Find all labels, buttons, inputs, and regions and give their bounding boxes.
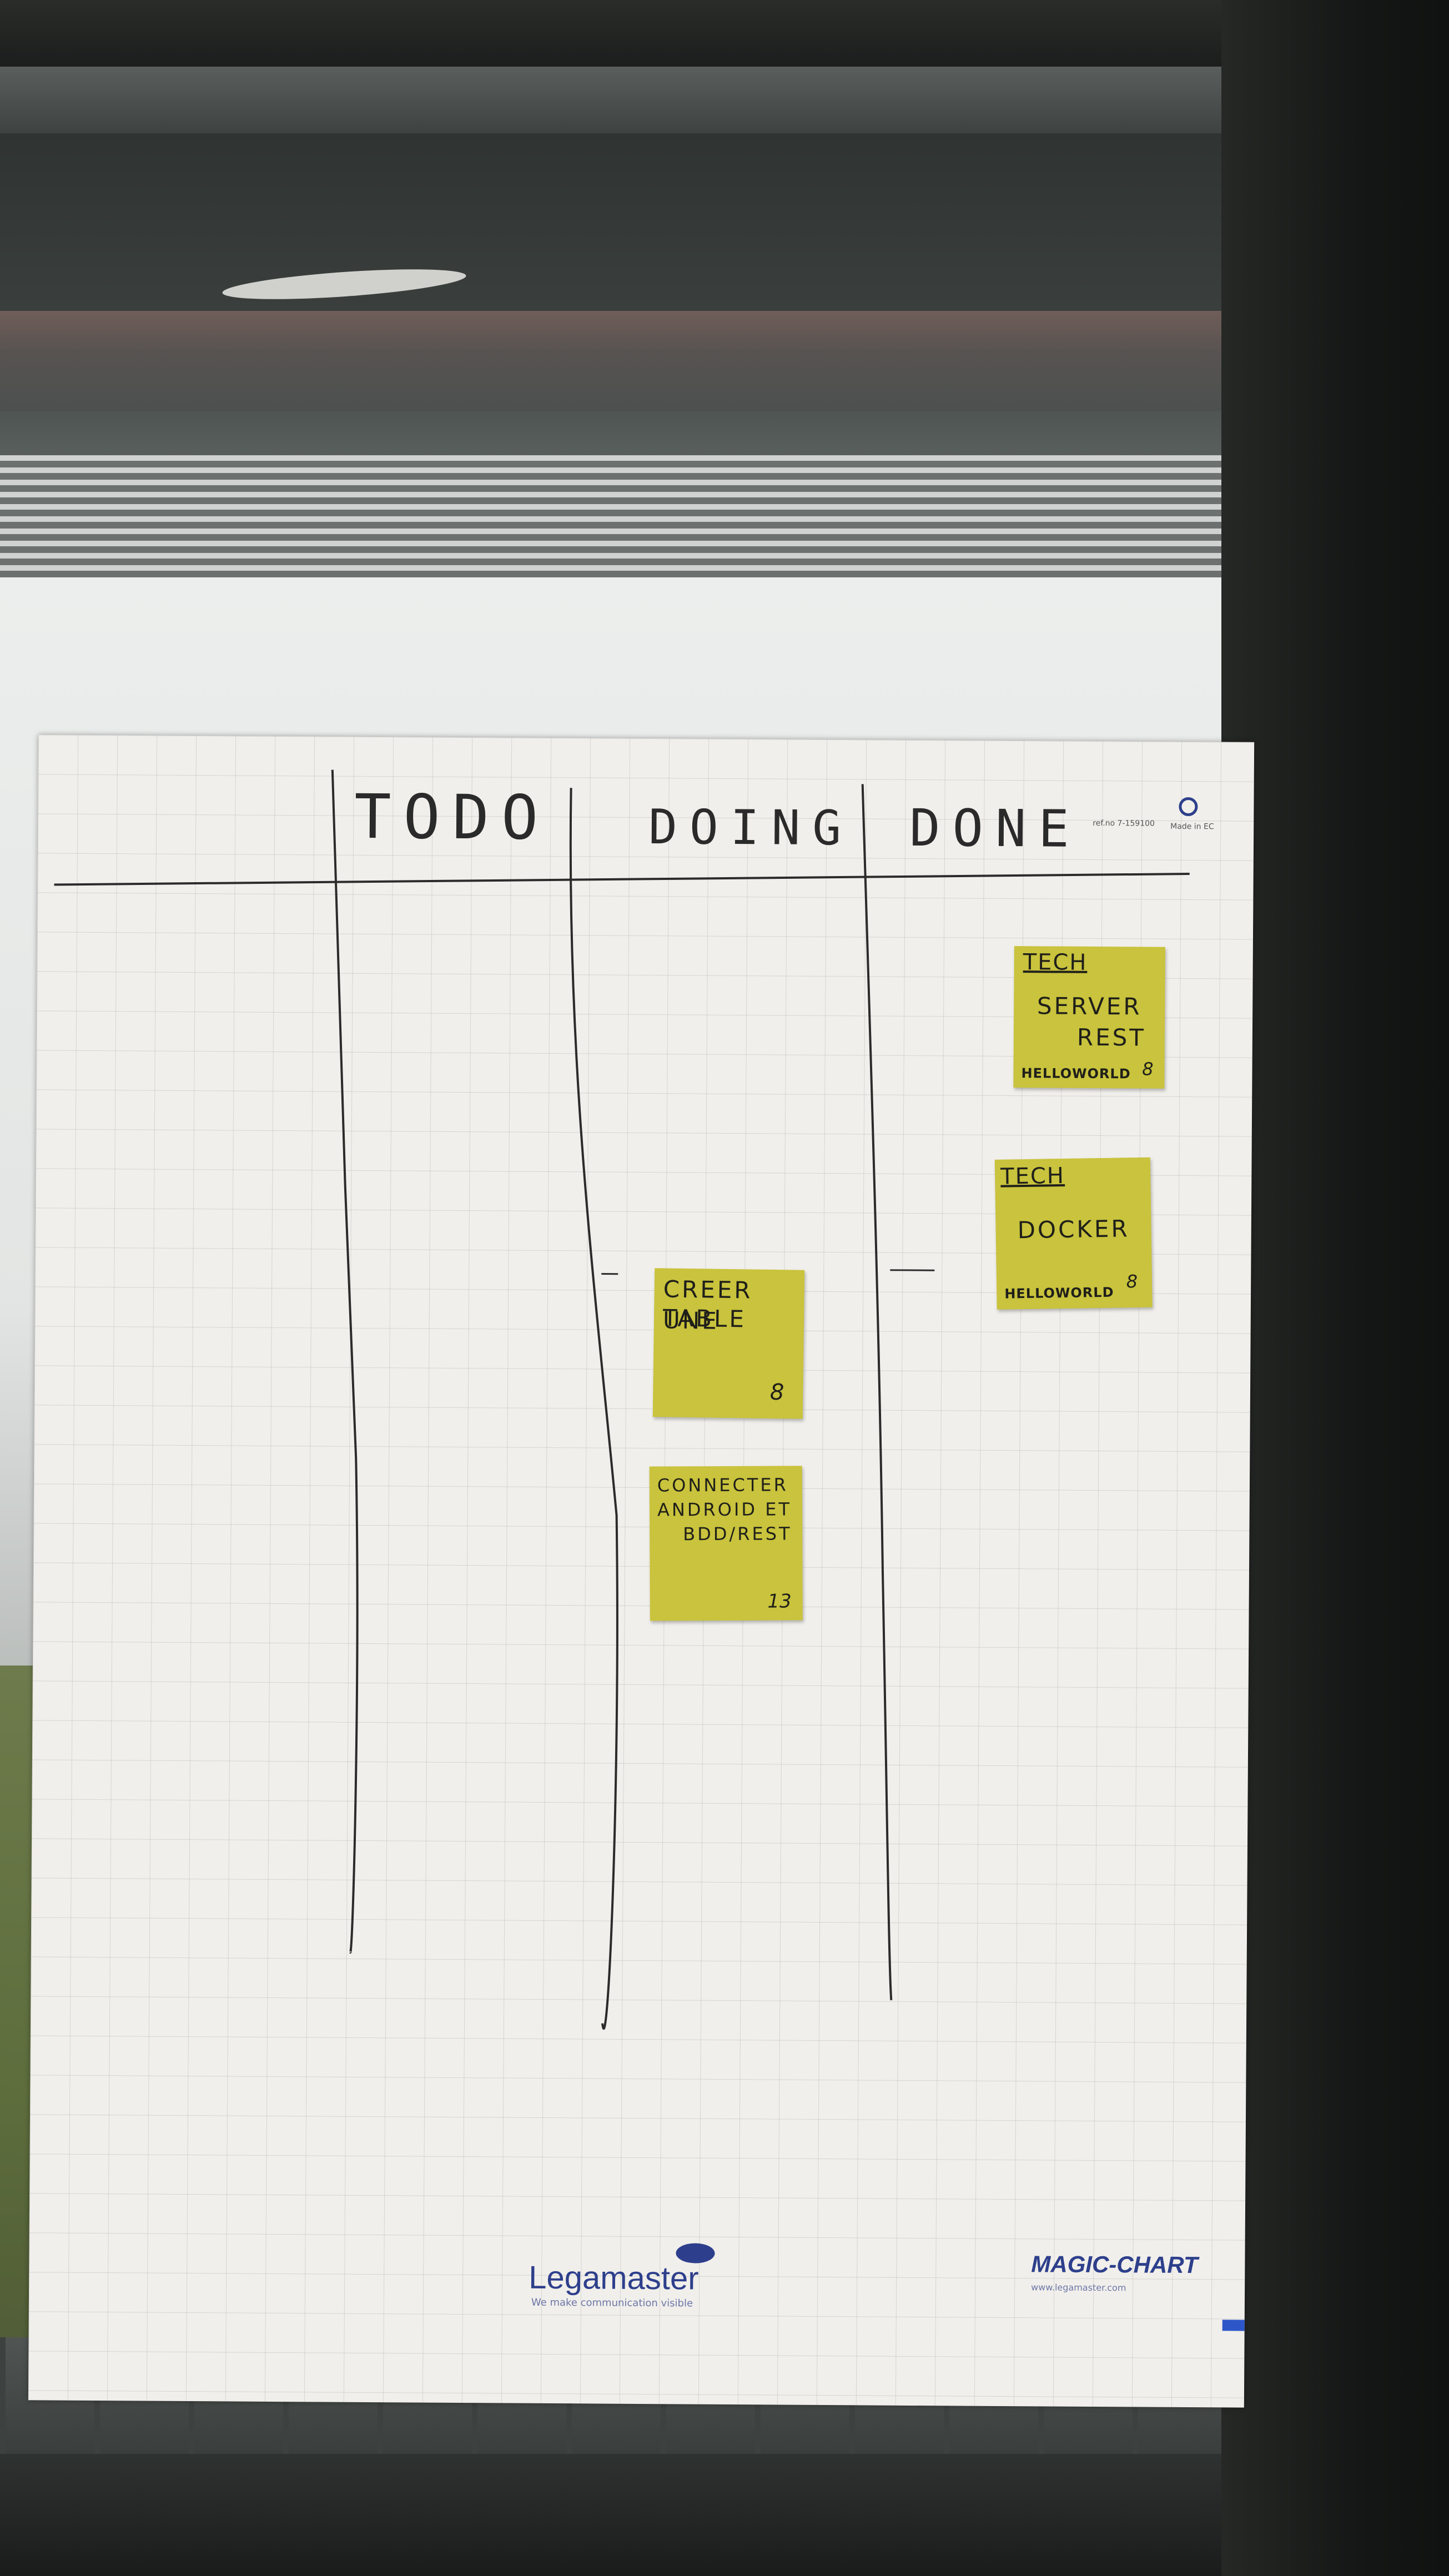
window-frame-top [0, 0, 1232, 67]
window-blind [0, 61, 1227, 133]
column-header-todo: TODO [354, 781, 551, 853]
divider-doing [569, 788, 618, 2030]
corner-code: ref.no 7-159100 [1093, 818, 1155, 828]
magic-chart-logo: MAGIC-CHART [1031, 2251, 1198, 2278]
sticky-note-creer-table[interactable]: CREER UNE TABLE 8 [652, 1268, 805, 1419]
ceiling-reflection [0, 311, 1227, 411]
sticky-points: 8 [769, 1379, 784, 1406]
flip-chart-paper: TODO DOING DONE ref.no 7-159100 Made in … [28, 734, 1255, 2408]
sticky-title-line: DOCKER [1017, 1215, 1130, 1244]
sticky-points: 13 [767, 1590, 792, 1613]
column-header-done: DONE [909, 798, 1082, 859]
sticky-tag: TECH [1023, 949, 1088, 975]
legamaster-tagline: We make communication visible [531, 2296, 693, 2310]
roof-slats [0, 455, 1227, 577]
product-url: www.legamaster.com [1031, 2282, 1126, 2293]
sticky-title-line: REST [1076, 1023, 1146, 1051]
column-header-doing: DOING [648, 799, 854, 857]
divider-todo [331, 769, 359, 1954]
sticky-points: 8 [1142, 1058, 1154, 1080]
sticky-note-server-rest[interactable]: TECH SERVER REST HELLOWORLD 8 [1013, 946, 1165, 1089]
sticky-tag: TECH [1000, 1163, 1065, 1190]
header-line [54, 873, 1190, 886]
sticky-title-line: TABLE [662, 1304, 747, 1333]
legamaster-wordmark: Legamaster [529, 2259, 699, 2297]
sticky-title-line: SERVER [1037, 992, 1142, 1020]
sticky-points: 8 [1126, 1271, 1138, 1292]
sticky-note-docker[interactable]: TECH DOCKER HELLOWORLD 8 [994, 1157, 1153, 1310]
corner-mark [1222, 2320, 1245, 2331]
legamaster-logo: Legamaster [529, 2259, 699, 2297]
sticky-title-line: BDD/REST [683, 1523, 792, 1545]
board-lines [54, 769, 1190, 2030]
sticky-note-connecter-android[interactable]: CONNECTER ANDROID ET BDD/REST 13 [649, 1466, 803, 1621]
divider-done [861, 784, 893, 2000]
brand-logo-icon [1179, 797, 1198, 817]
sticky-team: HELLOWORLD [1004, 1284, 1114, 1302]
sticky-team: HELLOWORLD [1021, 1065, 1131, 1082]
eye-icon [676, 2243, 715, 2263]
window-sill [0, 2454, 1332, 2576]
made-in-label: Made in EC [1170, 822, 1214, 832]
window-frame-right [1221, 0, 1449, 2576]
